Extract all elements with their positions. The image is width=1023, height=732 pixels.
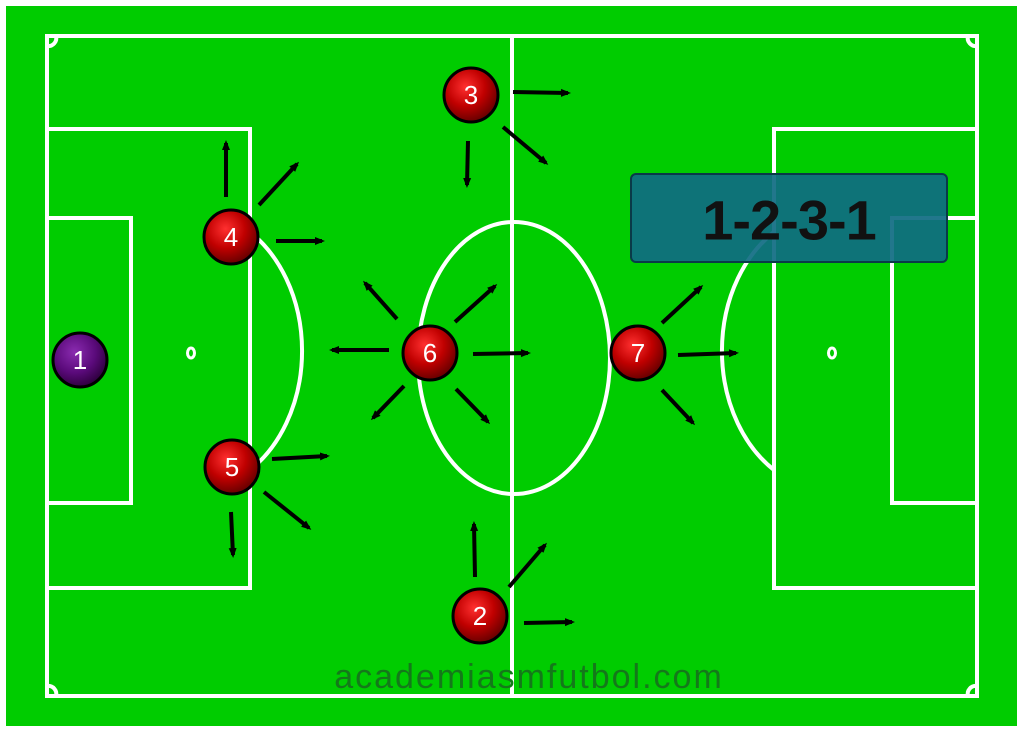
corner-arc-top-right: [965, 35, 978, 49]
player-number: 6: [423, 338, 437, 368]
corner-arc-top-left: [46, 35, 59, 49]
arrow: [660, 388, 696, 426]
formation-label: 1-2-3-1: [702, 189, 876, 252]
player-marker-2: 2: [451, 587, 509, 645]
left-goal-area: [45, 216, 133, 505]
arrow: [472, 349, 531, 358]
right-penalty-spot: [827, 346, 837, 360]
arrow: [257, 161, 300, 207]
player-marker-7: 7: [609, 324, 667, 382]
arrow: [453, 283, 498, 324]
arrow: [370, 384, 406, 421]
watermark-text: academiasmfutbol.com: [334, 658, 724, 696]
arrow: [523, 618, 575, 627]
corner-arc-bottom-right: [965, 683, 978, 697]
arrow: [660, 284, 704, 325]
left-penalty-spot: [186, 346, 196, 360]
arrow: [228, 511, 237, 558]
arrow: [454, 387, 491, 425]
player-number: 4: [224, 222, 238, 252]
player-marker-5: 5: [203, 438, 261, 496]
player-number: 7: [631, 338, 645, 368]
player-marker-1: 1: [51, 331, 109, 389]
arrow: [501, 125, 549, 165]
arrow: [363, 280, 399, 321]
arrow: [677, 349, 739, 358]
arrow: [470, 521, 479, 578]
arrow: [507, 542, 547, 589]
player-number: 5: [225, 452, 239, 482]
arrow: [271, 452, 330, 461]
player-number: 1: [73, 345, 87, 375]
player-number: 3: [464, 80, 478, 110]
player-marker-4: 4: [202, 208, 260, 266]
player-marker-6: 6: [401, 324, 459, 382]
formation-label-box: 1-2-3-1: [630, 173, 948, 263]
arrow: [262, 490, 312, 530]
corner-arc-bottom-left: [46, 683, 59, 697]
arrow: [512, 88, 571, 97]
player-marker-3: 3: [442, 66, 500, 124]
movement-arrows: [222, 88, 739, 627]
arrow: [463, 140, 472, 188]
player-number: 2: [473, 601, 487, 631]
players: 1 4 5 3 2 6 7: [51, 66, 667, 645]
left-penalty-arc: [248, 230, 304, 472]
